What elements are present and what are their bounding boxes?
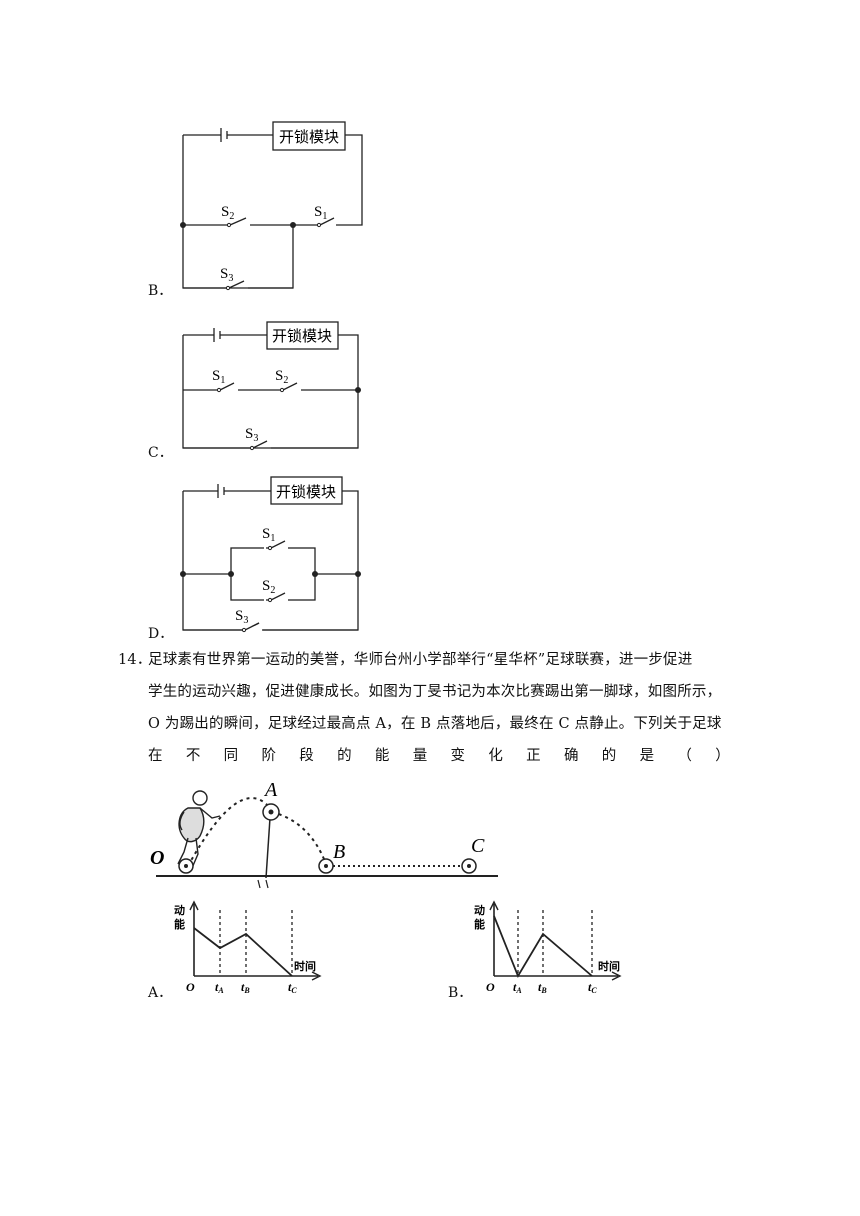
question-line-4-char: 能: [374, 748, 390, 764]
ball-icon: [461, 858, 477, 874]
circuit-diagram-c: 开锁模块 S1 S2 S3: [182, 321, 361, 451]
tick-label-tc: tC: [288, 980, 297, 995]
question-line-4-char: 量: [412, 748, 428, 764]
kick-trajectory-figure: O A B C: [150, 779, 498, 889]
switch-label-s1: S1: [314, 204, 327, 222]
tick-label-tb: tB: [241, 980, 250, 995]
origin-label: O: [186, 980, 195, 994]
option-label-b: B．: [148, 283, 173, 299]
question-line-4-char: 段: [299, 748, 314, 764]
player-icon: [177, 790, 221, 869]
graph-option-label-a: A．: [148, 985, 173, 1001]
switch-label-s3: S3: [235, 608, 248, 626]
graph-option-label-b: B．: [448, 985, 473, 1001]
question-line-3: O 为踢出的瞬间，足球经过最高点 A，在 B 点落地后，最终在 C 点静止。下列…: [148, 716, 722, 732]
question-line-2: 学生的运动兴趣，促进健康成长。如图为丁旻书记为本次比赛踢出第一脚球，如图所示，: [148, 684, 722, 700]
tick-label-tb: tB: [538, 980, 547, 995]
option-label-d: D．: [148, 626, 174, 642]
question-line-4-char: 的: [337, 748, 352, 764]
point-label-b: B: [333, 841, 345, 863]
y-axis-label-2: 能: [474, 917, 485, 931]
y-axis-label-2: 能: [174, 917, 185, 931]
ball-icon: [178, 858, 194, 874]
tick-label-ta: tA: [215, 980, 224, 995]
question-line-4-char: 在: [148, 748, 163, 764]
question-line-4-char: 阶: [261, 748, 277, 764]
tick-label-tc: tC: [588, 980, 597, 995]
tick-label-ta: tA: [513, 980, 522, 995]
x-axis-label: 时间: [294, 959, 316, 973]
module-label: 开锁模块: [272, 328, 332, 345]
x-axis-label: 时间: [598, 959, 620, 973]
switch-label-s3: S3: [220, 266, 233, 284]
kinetic-energy-graph-a: 动 能 时间 O tA tB tC: [174, 900, 322, 995]
ball-icon: [262, 803, 280, 821]
question-line-4-char: ）: [715, 748, 730, 764]
circuit-diagram-d: 开锁模块 S1 S2 S3: [180, 476, 361, 634]
question-line-4-char: 确: [563, 748, 579, 764]
origin-label: O: [486, 980, 495, 994]
switch-label-s1: S1: [212, 368, 225, 386]
point-label-a: A: [263, 779, 278, 801]
ball-icon: [318, 858, 334, 874]
module-label: 开锁模块: [279, 129, 339, 146]
question-line-4-char: 不: [185, 748, 201, 764]
question-line-4-char: 正: [526, 748, 541, 764]
question-14: 14． 足球素有世界第一运动的美誉，华师台州小学部举行“星华杯”足球联赛，进一步…: [118, 644, 738, 772]
kinetic-energy-graph-b: 动 能 时间 O tA tB tC: [474, 900, 622, 995]
question-line-4: 在 不 同 阶 段 的 能 量 变 化 正 确 的 是 （ ）: [118, 740, 738, 772]
question-line-4-char: 变: [450, 748, 466, 764]
question-line-4-char: 同: [223, 748, 239, 764]
switch-label-s2: S2: [275, 368, 288, 386]
switch-label-s3: S3: [245, 426, 258, 444]
point-label-o: O: [150, 847, 164, 869]
switch-label-s2: S2: [262, 578, 275, 596]
question-line-4-char: 的: [601, 748, 617, 764]
question-line-4-char: 是: [639, 748, 655, 764]
switch-label-s1: S1: [262, 526, 275, 544]
circuit-diagram-b: 开锁模块 S2 S1 S3: [180, 121, 363, 291]
y-axis-label-1: 动: [474, 903, 485, 917]
y-axis-label-1: 动: [174, 903, 185, 917]
question-line-1: 足球素有世界第一运动的美誉，华师台州小学部举行“星华杯”足球联赛，进一步促进: [148, 652, 693, 668]
option-label-c: C．: [148, 445, 173, 461]
question-number: 14．: [118, 652, 152, 668]
question-line-4-char: （: [677, 748, 693, 764]
question-line-4-char: 化: [488, 748, 504, 764]
module-label: 开锁模块: [276, 484, 336, 501]
switch-label-s2: S2: [221, 204, 234, 222]
question-line-4-chars: 在 不 同 阶 段 的 能 量 变 化 正 确 的 是 （ ）: [148, 740, 730, 772]
point-label-c: C: [471, 835, 485, 857]
